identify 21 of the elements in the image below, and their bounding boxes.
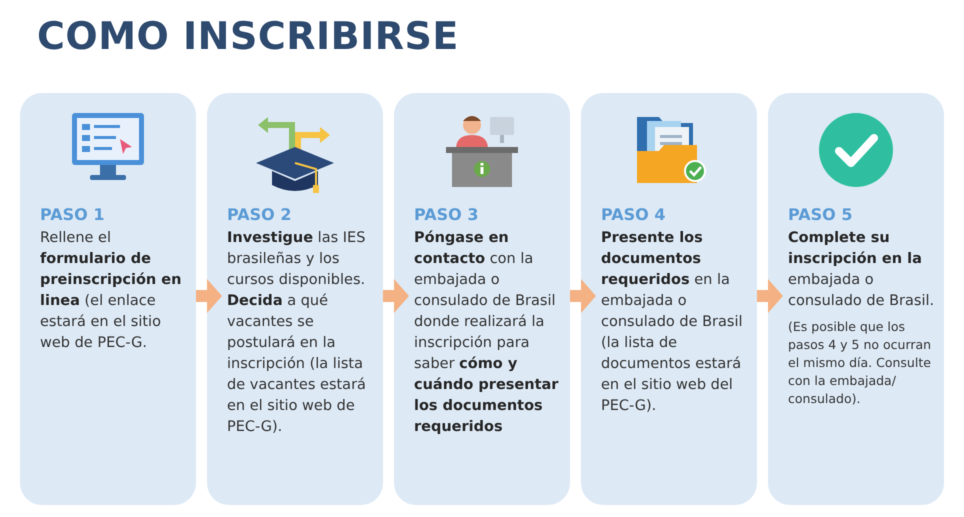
arrow [570,279,596,313]
step-card [581,93,757,505]
arrow [196,279,222,313]
step-card [394,93,570,505]
step-note: (Es posible que los pasos 4 y 5 no ocurran el mismo día. Consulte con la embajada/ consulado). [788,318,932,408]
step-description: Rellene el formulario de preinscripción en linea (el enlace estará en el sitio web de PEC-G. [40,229,182,353]
step-heading: PASO 3 [414,205,480,224]
step-card [207,93,383,505]
step-description: Póngase en contacto con la embajada o consulado de Brasil donde realizará la inscripción para saber cómo y cuándo presentar los documentos requeridos [414,229,560,437]
step-description: Investigue las IES brasileñas y los cursos disponibles. Decida a qué vacantes se postulará en la inscripción (la lista de vacantes estará en el sitio web de PEC-G). [227,229,367,437]
step-description: Complete su inscripción en la embajada o consulado de Brasil. [788,229,936,311]
step-card [768,93,944,505]
step-heading: PASO 2 [227,205,292,224]
step-description: Presente los documentos requeridos en la embajada o consulado de Brasil (la lista de documentos estará en el sitio web del PEC-G). [601,229,744,416]
step-heading: PASO 1 [40,205,106,224]
step-heading: PASO 5 [788,205,854,224]
title: COMO INSCRIBIRSE [37,14,459,58]
step-card [20,93,196,505]
step-heading: PASO 4 [601,205,666,224]
arrow [757,279,783,313]
arrow [383,279,409,313]
